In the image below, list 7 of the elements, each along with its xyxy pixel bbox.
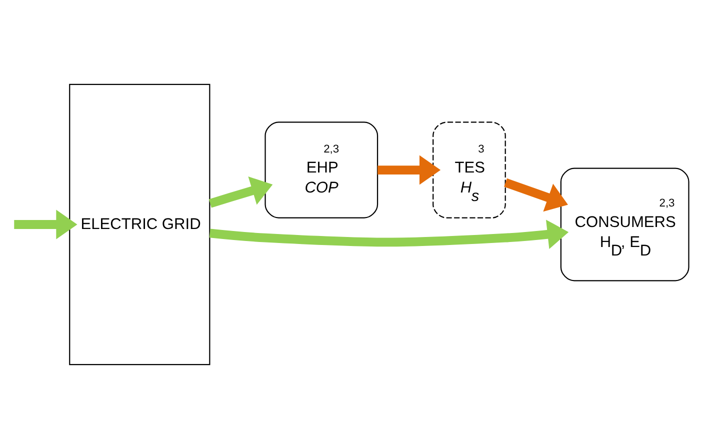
arrow	[504, 178, 568, 212]
arrow	[209, 219, 569, 249]
arrow	[378, 154, 441, 184]
arrow	[208, 176, 273, 208]
node-box: ELECTRIC GRID	[69, 83, 210, 365]
node-box: 2,3 EHP COP	[264, 121, 378, 218]
arrow	[14, 209, 78, 239]
